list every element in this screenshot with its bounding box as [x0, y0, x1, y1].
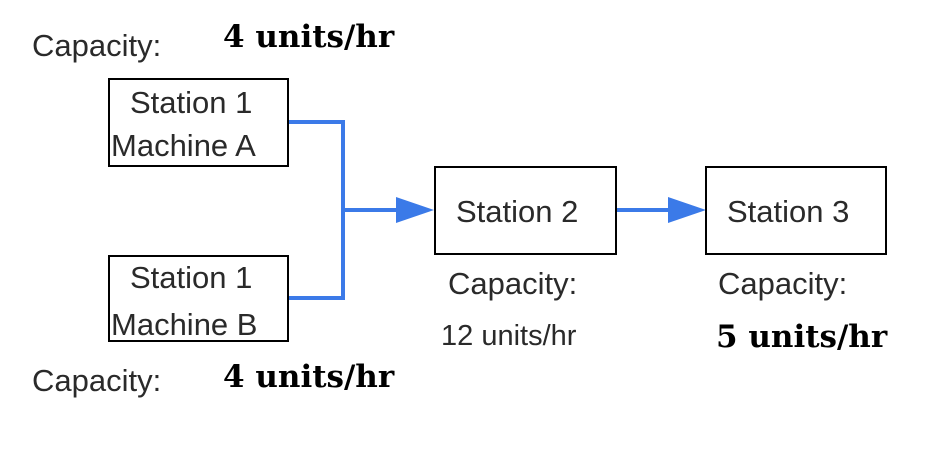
arrow-head-station-2	[396, 197, 434, 223]
machine-b-capacity-value: 4 units/hr	[223, 359, 395, 395]
station-1-machine-b-subtitle: Machine B	[111, 307, 258, 342]
station-3-capacity-label: Capacity:	[718, 266, 848, 301]
machine-b-capacity-label: Capacity:	[32, 363, 162, 398]
station-3-capacity-value: 5 units/hr	[716, 319, 888, 355]
station-1-machine-a-box: Station 1 Machine A	[108, 78, 289, 167]
station-1-machine-b-title: Station 1	[130, 260, 253, 295]
station-2-capacity-label: Capacity:	[448, 266, 578, 301]
machine-a-capacity-label: Capacity:	[32, 28, 162, 63]
station-1-machine-b-box: Station 1 Machine B	[108, 255, 289, 342]
station-2-capacity-value: 12 units/hr	[441, 320, 577, 352]
arrow-head-station-3	[668, 197, 706, 223]
station-3-title: Station 3	[727, 194, 850, 229]
station-1-machine-a-subtitle: Machine A	[111, 128, 256, 163]
station-3-box: Station 3	[705, 166, 887, 255]
station-2-title: Station 2	[456, 194, 579, 229]
machine-a-capacity-value: 4 units/hr	[223, 19, 395, 55]
station-1-machine-a-title: Station 1	[130, 85, 253, 120]
station-2-box: Station 2	[434, 166, 617, 255]
connector-machine-a	[288, 120, 345, 210]
connector-machine-b	[288, 210, 345, 300]
